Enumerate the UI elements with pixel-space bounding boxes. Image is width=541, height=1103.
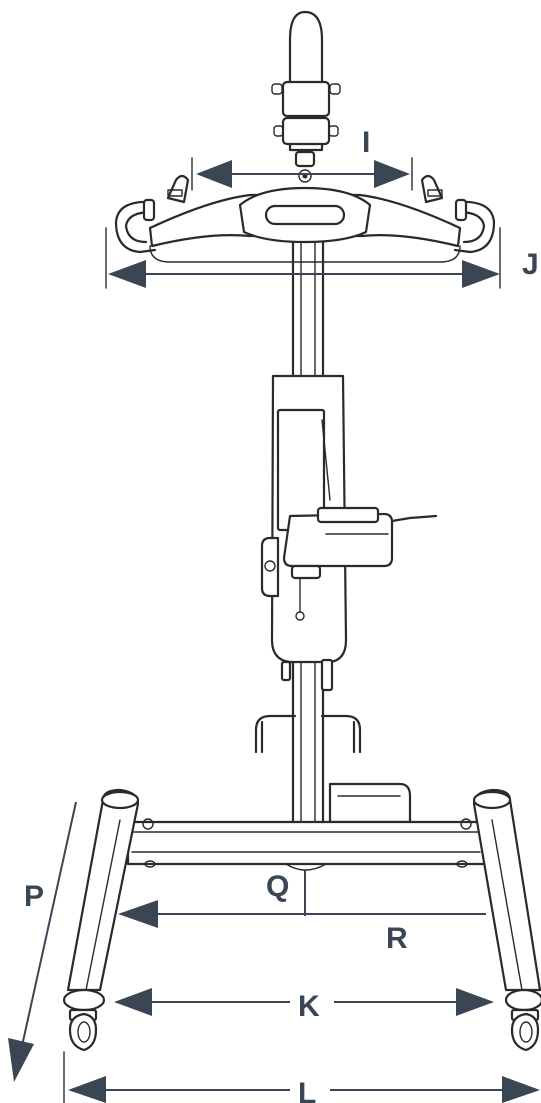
dimension-label-q: Q	[266, 870, 289, 903]
dimension-l	[63, 1051, 540, 1103]
chassis-base	[126, 782, 486, 871]
dimension-label-r: R	[386, 922, 408, 955]
dimension-r	[118, 900, 486, 928]
dimension-i	[191, 157, 413, 191]
dimension-label-k: K	[298, 990, 320, 1023]
dimension-label-i: I	[362, 126, 370, 159]
dimension-p	[8, 801, 77, 1082]
boom-and-actuator	[260, 374, 438, 692]
left-base-leg	[62, 788, 140, 1052]
dimension-k	[114, 988, 494, 1016]
dimension-j	[105, 227, 501, 289]
push-handles	[254, 714, 362, 754]
spreader-bar	[114, 174, 496, 263]
dimension-label-p: P	[24, 880, 44, 913]
dimension-label-l: L	[298, 1077, 316, 1103]
right-base-leg	[472, 788, 541, 1052]
dimension-label-j: J	[522, 248, 539, 281]
